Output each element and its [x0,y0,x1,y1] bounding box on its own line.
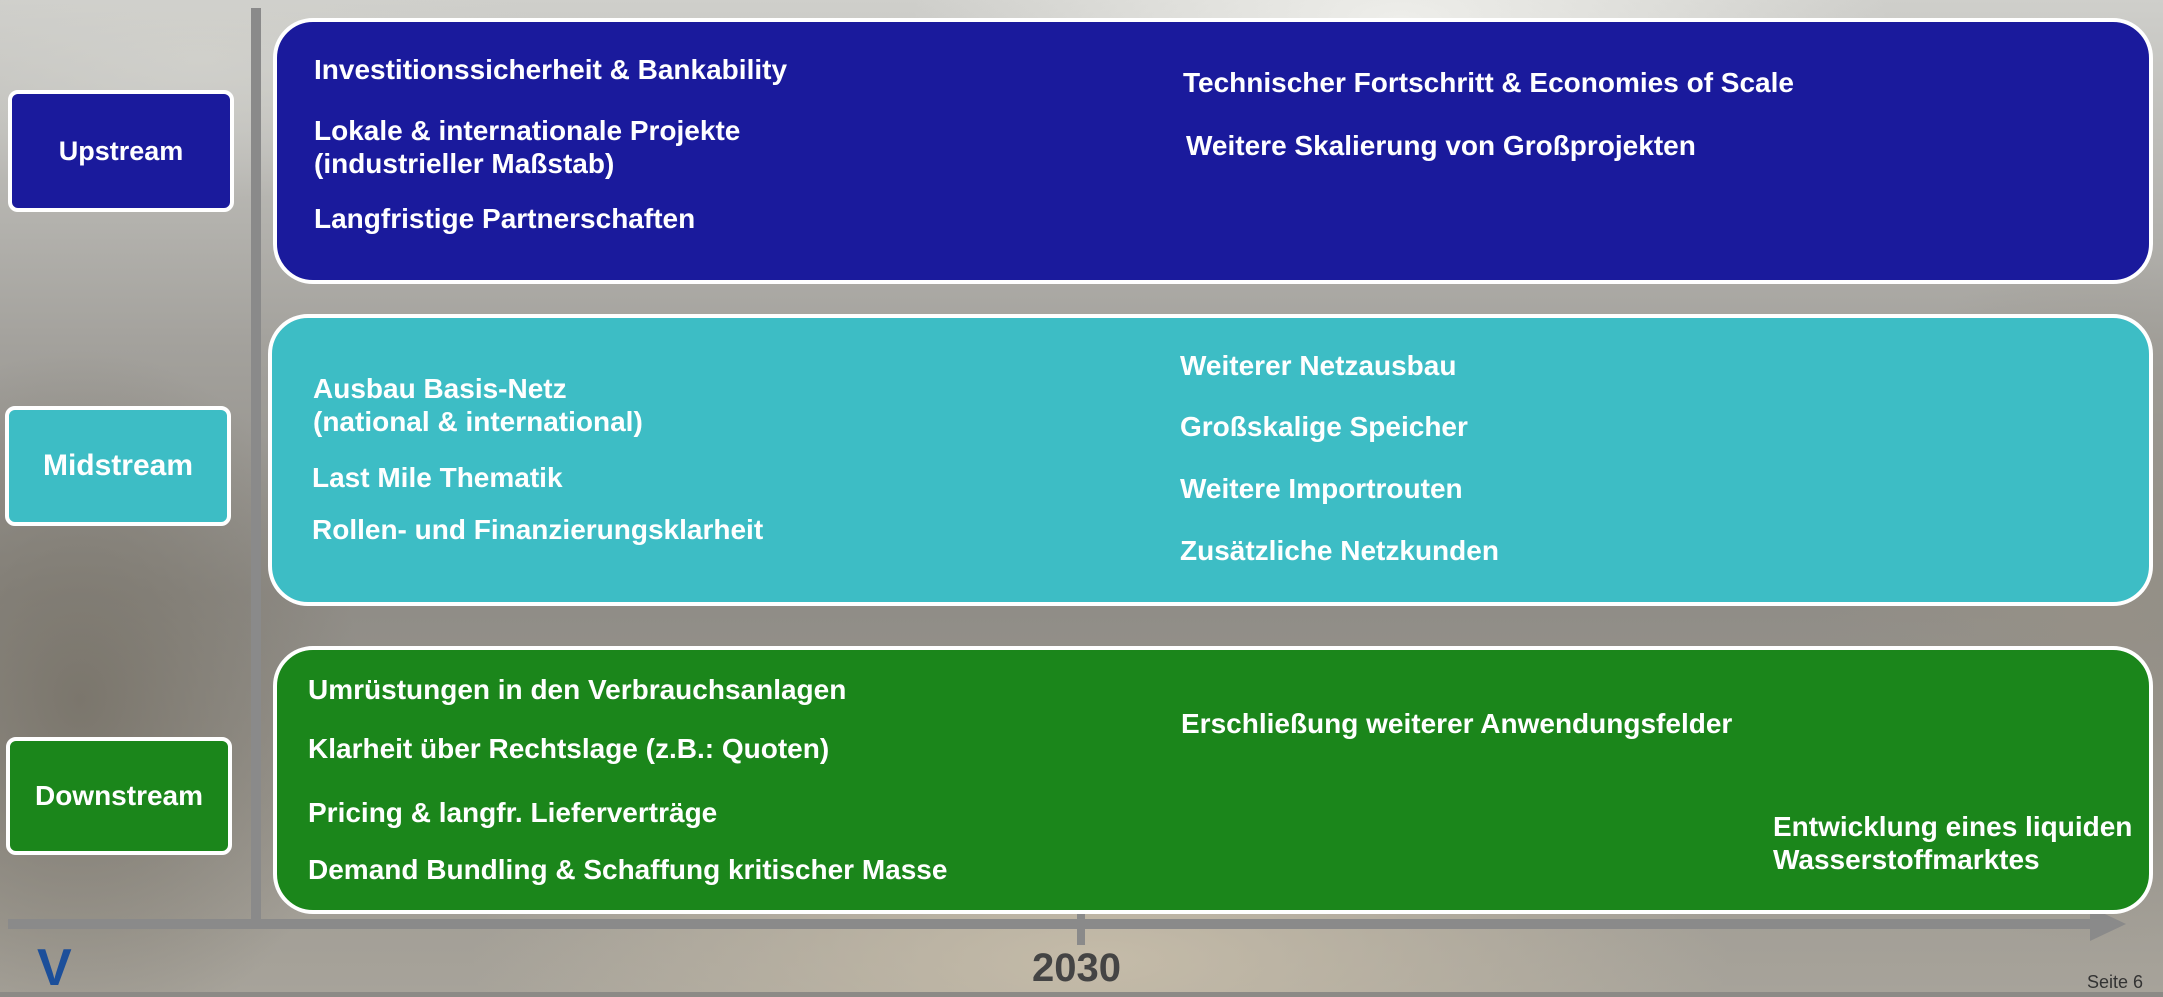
downstream-item: Erschließung weiterer Anwendungsfelder [1181,708,1733,739]
downstream-item: Demand Bundling & Schaffung kritischer M… [308,854,948,885]
upstream-item: (industrieller Maßstab) [314,148,615,179]
downstream-label: Downstream [6,737,232,855]
midstream-item: Ausbau Basis-Netz [313,373,567,404]
midstream-item: Weitere Importrouten [1180,473,1463,504]
timeline-year-label: 2030 [1032,946,1121,990]
midstream-label: Midstream [5,406,231,526]
upstream-item: Langfristige Partnerschaften [314,203,696,234]
upstream-label: Upstream [8,90,234,212]
company-logo: V [37,939,72,997]
upstream-item: Investitionssicherheit & Bankability [314,54,788,85]
midstream-item: (national & international) [313,406,643,437]
downstream-item: Wasserstoffmarktes [1773,844,2040,875]
timeline-tick-2030 [1077,913,1085,945]
upstream-item: Lokale & internationale Projekte [314,115,741,146]
midstream-item: Last Mile Thematik [312,462,563,493]
midstream-item: Rollen- und Finanzierungsklarheit [312,514,764,545]
downstream-item: Pricing & langfr. Lieferverträge [308,797,718,828]
downstream-box [273,646,2153,914]
midstream-item: Großskalige Speicher [1180,411,1468,442]
upstream-item: Technischer Fortschritt & Economies of S… [1183,67,1794,98]
upstream-item: Weitere Skalierung von Großprojekten [1186,130,1696,161]
timeline-axis [8,919,2098,929]
midstream-item: Zusätzliche Netzkunden [1180,535,1499,566]
downstream-item: Umrüstungen in den Verbrauchsanlagen [308,674,847,705]
downstream-item: Entwicklung eines liquiden [1773,811,2133,842]
vertical-axis [251,8,261,922]
midstream-item: Weiterer Netzausbau [1180,350,1457,381]
downstream-item: Klarheit über Rechtslage (z.B.: Quoten) [308,733,830,764]
upstream-box [273,18,2153,284]
page-number: Seite 6 [2087,972,2144,992]
midstream-box [268,314,2153,606]
